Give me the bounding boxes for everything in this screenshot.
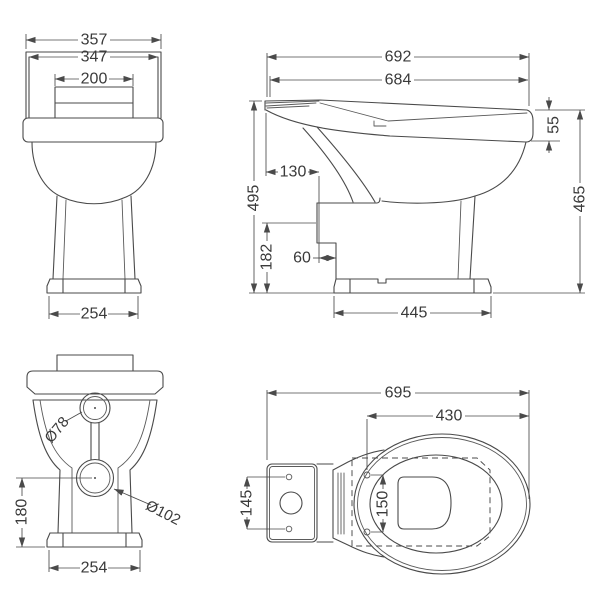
rear-flush-pipe: [90, 422, 100, 461]
dim-plan-fixing-hole-centres: 145: [239, 490, 256, 517]
front-pedestal: [52, 195, 136, 280]
plan-dim-695-ext: [266, 390, 530, 499]
side-view: 692 684 55 495 130 182 60: [246, 49, 589, 322]
rear-body-sides: [32, 399, 158, 534]
rear-dimensions: Ø78 Ø102 180 254: [14, 411, 183, 577]
rear-outline: [26, 354, 164, 548]
side-trap-shelf: [316, 197, 381, 204]
plan-pan-hidden-outline: [351, 457, 491, 547]
rear-outlet-leader: [113, 488, 152, 506]
plan-seat-bolt-bottom: [363, 528, 371, 536]
plan-seat-outer: [353, 433, 531, 575]
rear-view: Ø78 Ø102 180 254: [14, 354, 183, 577]
dim-side-base-depth: 445: [401, 305, 428, 322]
plan-dimensions: 695 430 145 150: [239, 385, 530, 533]
rear-inlet-leader: [65, 411, 83, 422]
side-pedestal-inner: [457, 200, 462, 280]
rear-inlet-hole-inner: [83, 396, 107, 420]
rear-cover-tab: [56, 354, 134, 372]
plan-fixing-hole-bottom: [285, 525, 293, 533]
side-trap-steps: [316, 202, 337, 280]
side-pedestal-front: [469, 195, 476, 280]
dim-plan-seat-fixing-centres: 150: [375, 491, 392, 518]
plan-platform-outer: [266, 463, 318, 543]
front-outline: [22, 51, 164, 294]
front-base: [46, 278, 142, 294]
dim-side-trap-offset: 130: [280, 164, 307, 181]
plan-dim-145-leaders: [247, 476, 285, 530]
side-seat-top: [264, 99, 534, 143]
dim-side-seat-thickness: 55: [546, 116, 563, 134]
side-dim-55-ext: [531, 109, 585, 142]
dim-rear-outlet-centre-height: 180: [14, 499, 31, 526]
plan-view: 695 430 145 150: [239, 385, 531, 575]
dim-plan-seat-depth: 430: [436, 408, 463, 425]
front-body: [25, 51, 162, 119]
dim-front-base-width: 254: [81, 306, 108, 323]
front-bowl: [31, 141, 157, 205]
dim-rear-inlet-diameter: Ø78: [41, 414, 72, 447]
side-dimensions: 692 684 55 495 130 182 60: [246, 49, 589, 322]
plan-seat-outer-inner-line: [357, 437, 527, 571]
plan-seat-ring: [369, 454, 503, 554]
dim-front-cover-width: 200: [81, 71, 108, 88]
dim-side-overall-depth: 692: [385, 49, 412, 66]
dim-plan-overall-depth: 695: [385, 385, 412, 402]
side-seat-lip-hatch: [265, 100, 320, 109]
dim-side-overall-height: 495: [246, 185, 263, 212]
rear-body-inner: [39, 399, 151, 534]
rear-seat-band: [26, 370, 164, 395]
rear-outlet-centre-mark: [94, 477, 96, 479]
plan-seat-bolt-top: [363, 471, 371, 479]
front-pedestal-inner: [62, 199, 126, 280]
plan-fixing-hole-top: [285, 473, 293, 481]
rear-base: [46, 532, 143, 548]
dim-side-outlet-height: 182: [259, 244, 276, 271]
front-cover-tab: [54, 86, 134, 119]
dim-rear-outlet-diameter: Ø102: [143, 497, 183, 529]
dim-rear-base-width: 254: [81, 560, 108, 577]
plan-hinge-bar: [337, 472, 345, 535]
side-bowl-back: [302, 126, 376, 203]
side-outline: [264, 99, 534, 294]
plan-platform-inner: [269, 466, 315, 540]
plan-neck: [316, 463, 334, 543]
side-dim-130-ext: [265, 113, 320, 263]
dim-side-outlet-step: 60: [293, 250, 311, 267]
side-bowl-front: [381, 141, 527, 204]
dim-side-seat-height: 465: [572, 186, 589, 213]
plan-flush-hole: [279, 491, 303, 515]
front-view: 357 347 200 254: [22, 32, 164, 323]
dim-side-pan-depth: 684: [385, 72, 412, 89]
plan-outline: [266, 433, 531, 575]
dim-front-overall-width: 357: [81, 32, 108, 49]
side-seat-joint: [319, 102, 528, 127]
side-base: [333, 278, 492, 294]
plan-hinge-plate: [332, 449, 385, 558]
front-dimensions: 357 347 200 254: [25, 32, 162, 323]
front-seat-band: [22, 117, 164, 143]
dim-front-upper-width: 347: [81, 49, 108, 66]
rear-inlet-centre-mark: [94, 407, 96, 409]
rear-inlet-hole-outer: [79, 392, 111, 424]
plan-water-area: [397, 476, 452, 530]
